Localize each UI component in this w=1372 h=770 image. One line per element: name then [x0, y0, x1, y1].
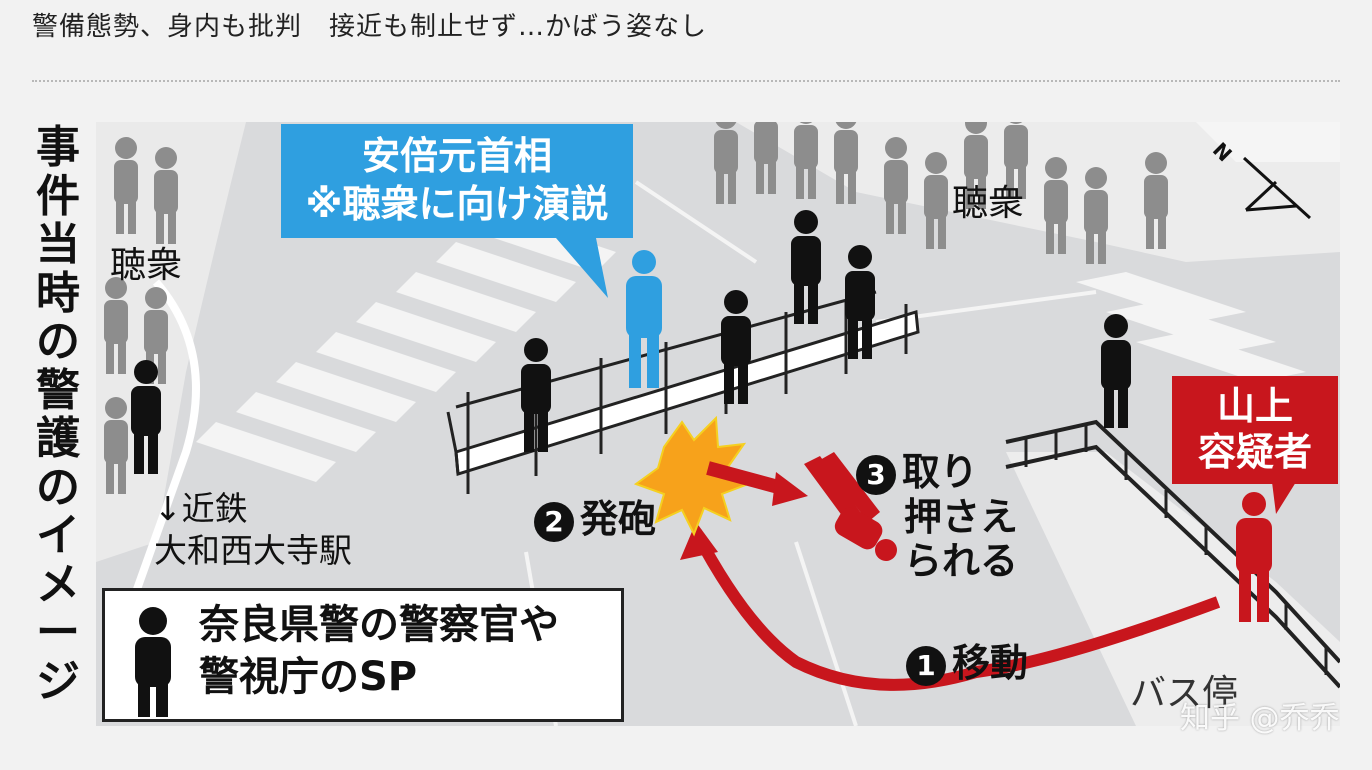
crowd-label-left: 聴衆	[110, 245, 183, 286]
bus-stop-label: バス停	[1130, 673, 1239, 714]
station-label: ↓近鉄 大和西大寺駅	[154, 488, 352, 572]
station-line1: ↓近鉄	[154, 489, 248, 528]
step-3-text-line2: 押さえ	[904, 494, 1019, 539]
step-1-number: 1	[906, 645, 946, 686]
crowd-label-top: 聴衆	[952, 183, 1025, 224]
abe-callout: 安倍元首相 ※聴衆に向け演説	[281, 124, 633, 238]
dotted-divider	[32, 80, 1340, 82]
yamagami-callout: 山上 容疑者	[1172, 376, 1338, 484]
step-2-text: 発砲	[580, 497, 657, 541]
legend-line2: 警視庁のSP	[199, 654, 418, 700]
legend-text: 奈良県警の警察官や 警視庁のSP	[199, 599, 559, 703]
watermark: 知乎 @乔乔	[1180, 701, 1340, 736]
yamagami-callout-line1: 山上	[1216, 384, 1293, 428]
station-line2: 大和西大寺駅	[154, 531, 352, 570]
vertical-title: 事件当時の警護のイメージ	[36, 122, 80, 707]
legend-line1: 奈良県警の警察官や	[199, 602, 559, 648]
abe-callout-name: 安倍元首相	[361, 134, 552, 178]
step-3-number: 3	[856, 454, 896, 495]
tackled-figure	[804, 452, 897, 561]
north-arrow-icon	[1242, 156, 1312, 220]
crosswalk-right	[1076, 272, 1306, 382]
step-3-text-line1: 取り	[902, 450, 979, 494]
abe-figure	[626, 250, 662, 388]
yamagami-callout-line2: 容疑者	[1197, 430, 1312, 474]
step-3-text-line3: られる	[904, 538, 1019, 583]
legend-box: 奈良県警の警察官や 警視庁のSP	[102, 588, 624, 722]
bus-stop-railing	[1005, 419, 1340, 689]
legend-police-icon	[135, 607, 171, 717]
explosion	[633, 415, 750, 537]
abe-callout-note: ※聴衆に向け演説	[305, 182, 609, 226]
yamagami-figure	[1236, 492, 1272, 622]
step-1-text: 移動	[952, 641, 1029, 685]
scene-illustration	[96, 122, 1340, 726]
step-2-number: 2	[534, 501, 574, 542]
headline: 警備態勢、身内も批判 接近も制止せず…かばう姿なし	[32, 12, 708, 42]
